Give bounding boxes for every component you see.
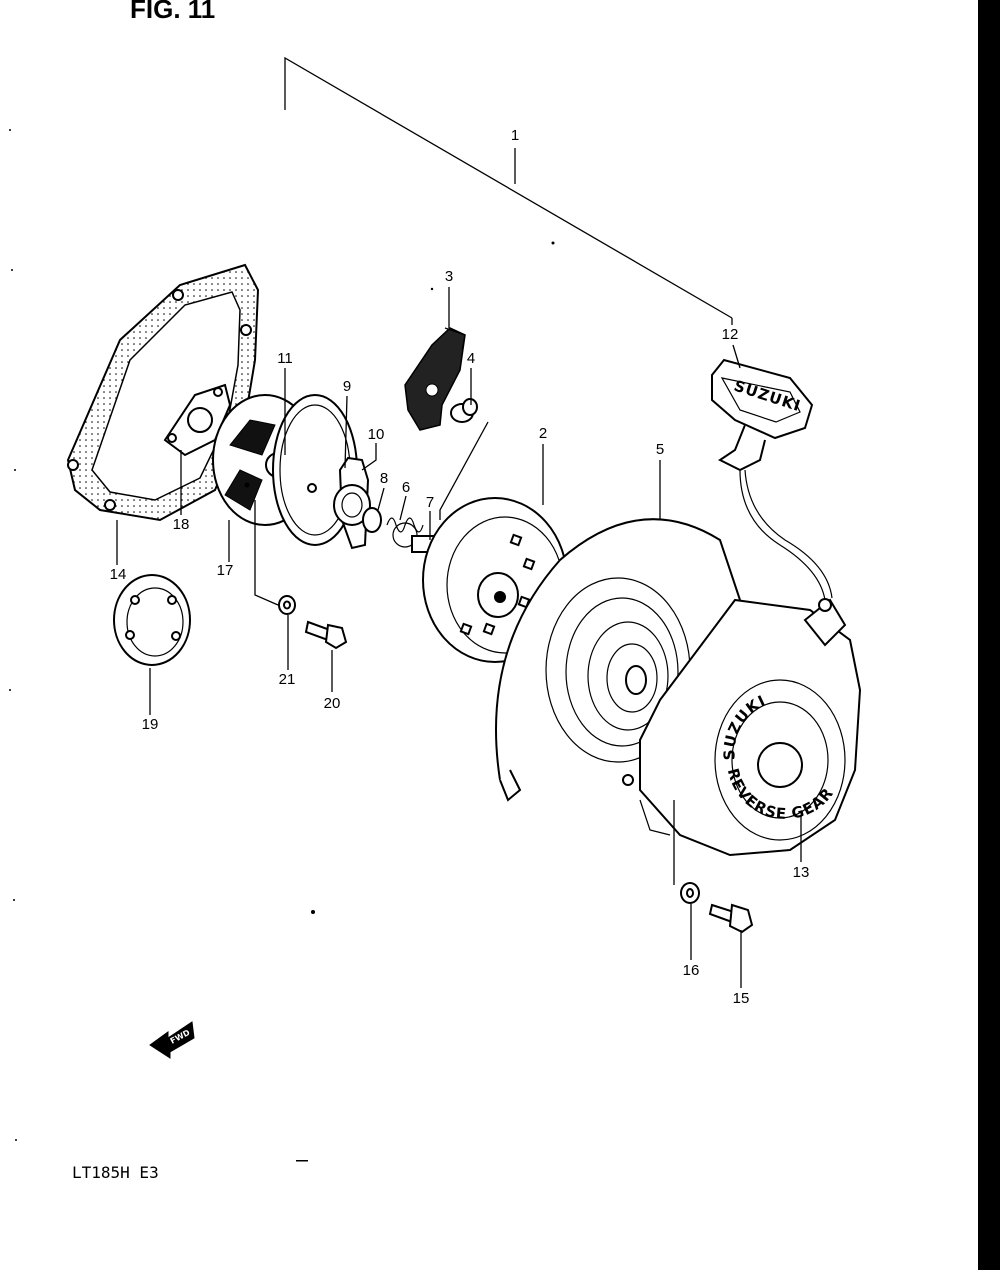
callout-13: 13 — [793, 864, 810, 881]
recoil-cover: SUZUKI REVERSE GEAR — [622, 598, 862, 857]
callout-17: 17 — [217, 562, 234, 579]
fwd-arrow-icon: FWD — [149, 1021, 195, 1059]
scan-specks — [9, 129, 555, 1162]
pin — [450, 398, 478, 423]
retainer-plate — [113, 574, 191, 666]
ratchet — [333, 456, 371, 550]
callout-1: 1 — [511, 127, 519, 144]
callout-6: 6 — [402, 479, 410, 496]
washer-16 — [680, 882, 700, 904]
plate — [163, 383, 232, 457]
model-code: LT185H E3 — [72, 1163, 159, 1182]
callout-16: 16 — [683, 962, 700, 979]
callout-14: 14 — [110, 566, 127, 583]
callout-10: 10 — [368, 426, 385, 443]
callout-18: 18 — [173, 516, 190, 533]
starter-handle: SUZUKI — [711, 358, 833, 601]
figure-title: FIG. 11 — [130, 0, 215, 24]
gasket — [66, 263, 260, 522]
callout-3: 3 — [445, 268, 453, 285]
callout-7: 7 — [426, 494, 434, 511]
leader-lines — [116, 287, 802, 988]
callout-8: 8 — [380, 470, 388, 487]
bolt-20 — [304, 620, 348, 650]
callout-20: 20 — [324, 695, 341, 712]
page-edge-bar — [978, 0, 1000, 1270]
callout-9: 9 — [343, 378, 351, 395]
assembly-bracket — [284, 56, 733, 325]
callout-15: 15 — [733, 990, 750, 1007]
ratchet-pawl — [404, 327, 466, 431]
recoil-spring-case — [495, 518, 741, 802]
callout-21: 21 — [279, 671, 296, 688]
washer-21 — [278, 595, 296, 615]
ring — [362, 507, 382, 533]
callout-2: 2 — [539, 425, 547, 442]
callout-12: 12 — [722, 326, 739, 343]
callout-19: 19 — [142, 716, 159, 733]
callout-11: 11 — [277, 350, 293, 367]
callout-5: 5 — [656, 441, 664, 458]
bolt-15 — [708, 903, 754, 934]
callout-4: 4 — [467, 350, 475, 367]
